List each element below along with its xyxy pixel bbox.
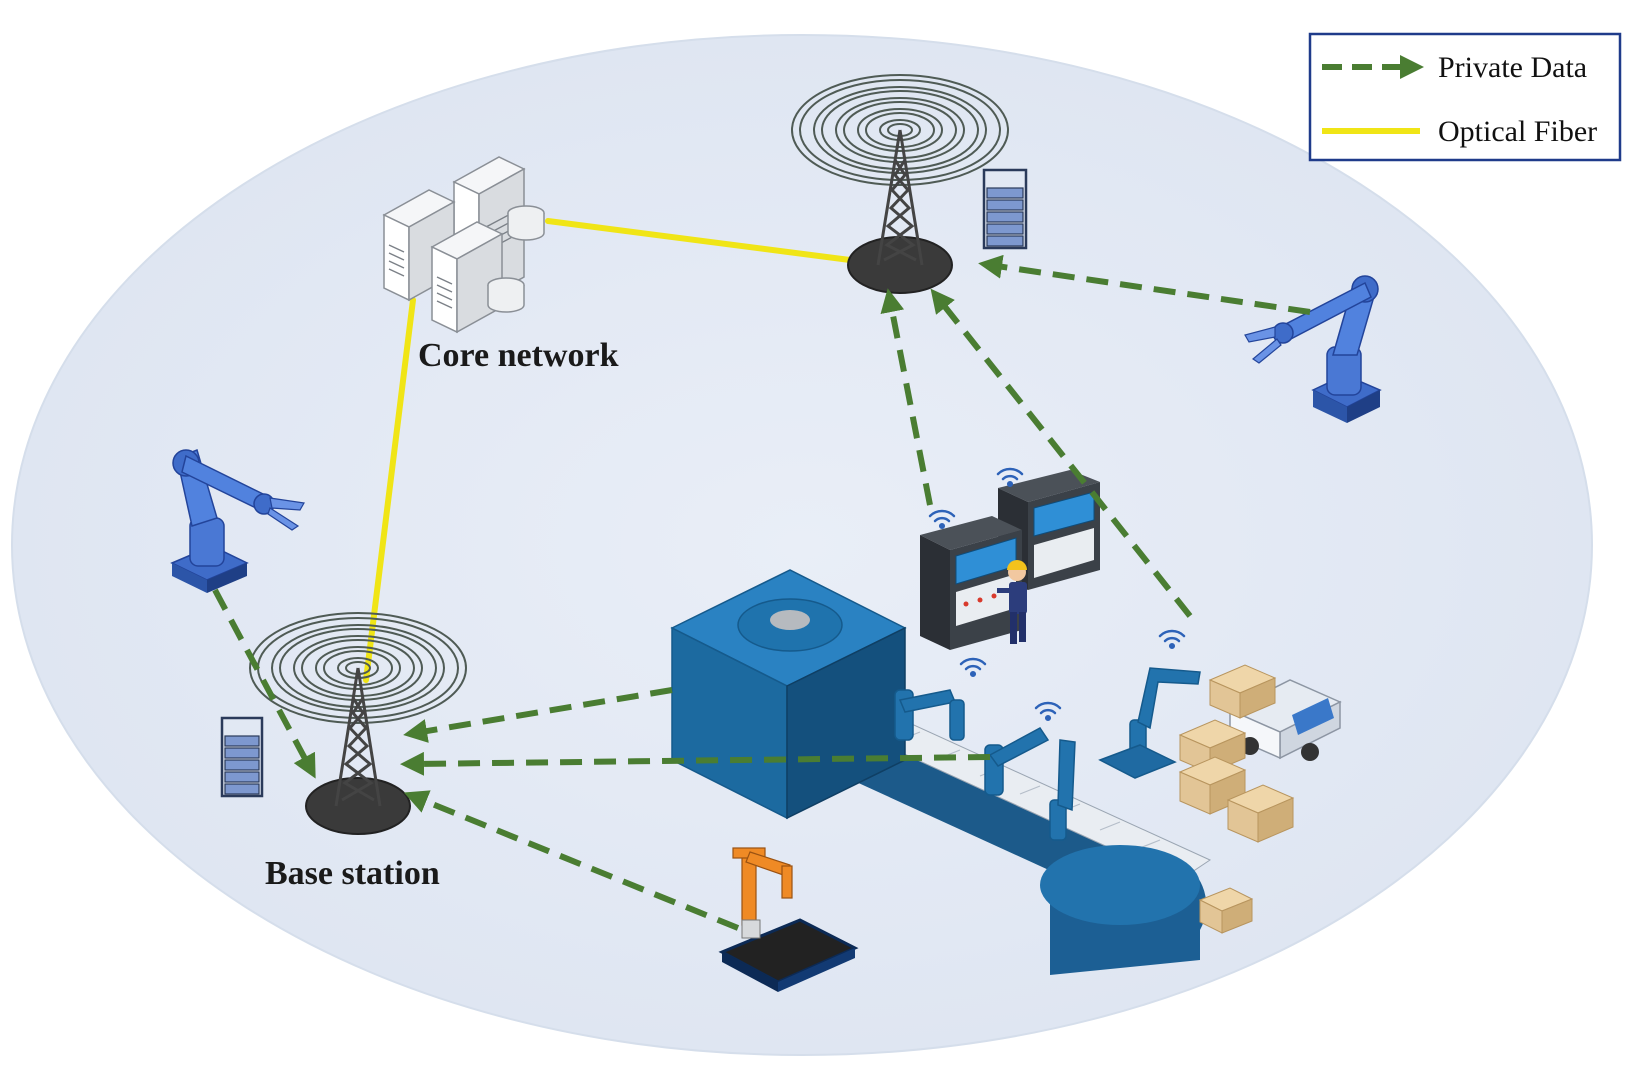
radio-tower-icon	[791, 74, 1009, 294]
data-queue-icon	[220, 716, 264, 798]
gripper-robot-icon	[718, 847, 859, 992]
worker-icon	[997, 560, 1027, 644]
legend-box	[1308, 32, 1622, 162]
fiber-core-to-base-station	[363, 297, 416, 683]
arrow-machine-belt-to-base-station	[400, 751, 991, 776]
arrow-console-to-top-tower	[880, 288, 933, 506]
private-data-links	[212, 254, 1311, 931]
server-rack-icon	[382, 156, 545, 334]
robot-arm-icon	[1244, 275, 1382, 423]
arrow-gripper-to-base-station	[403, 790, 740, 931]
fiber-core-to-top-tower	[545, 218, 853, 263]
conveyor-machine-icon	[670, 569, 1212, 975]
robot-arm-icon	[170, 448, 305, 593]
data-queue-icon	[982, 168, 1028, 250]
legend: Private Data Optical Fiber	[1308, 32, 1622, 162]
legend-private-data-label: Private Data	[1438, 51, 1587, 84]
arrow-machine-top-to-base-station	[403, 687, 673, 743]
legend-optical-fiber-label: Optical Fiber	[1438, 115, 1597, 148]
wifi-icon	[928, 467, 1186, 722]
coverage-area	[11, 34, 1593, 1056]
arrow-right-robot-to-top-tower	[978, 254, 1311, 315]
optical-fiber-links	[363, 218, 853, 683]
radio-tower-icon	[249, 612, 467, 835]
cardboard-boxes-icon	[1178, 664, 1295, 934]
base-station-label: Base station	[265, 855, 440, 892]
core-network-label: Core network	[418, 337, 619, 374]
